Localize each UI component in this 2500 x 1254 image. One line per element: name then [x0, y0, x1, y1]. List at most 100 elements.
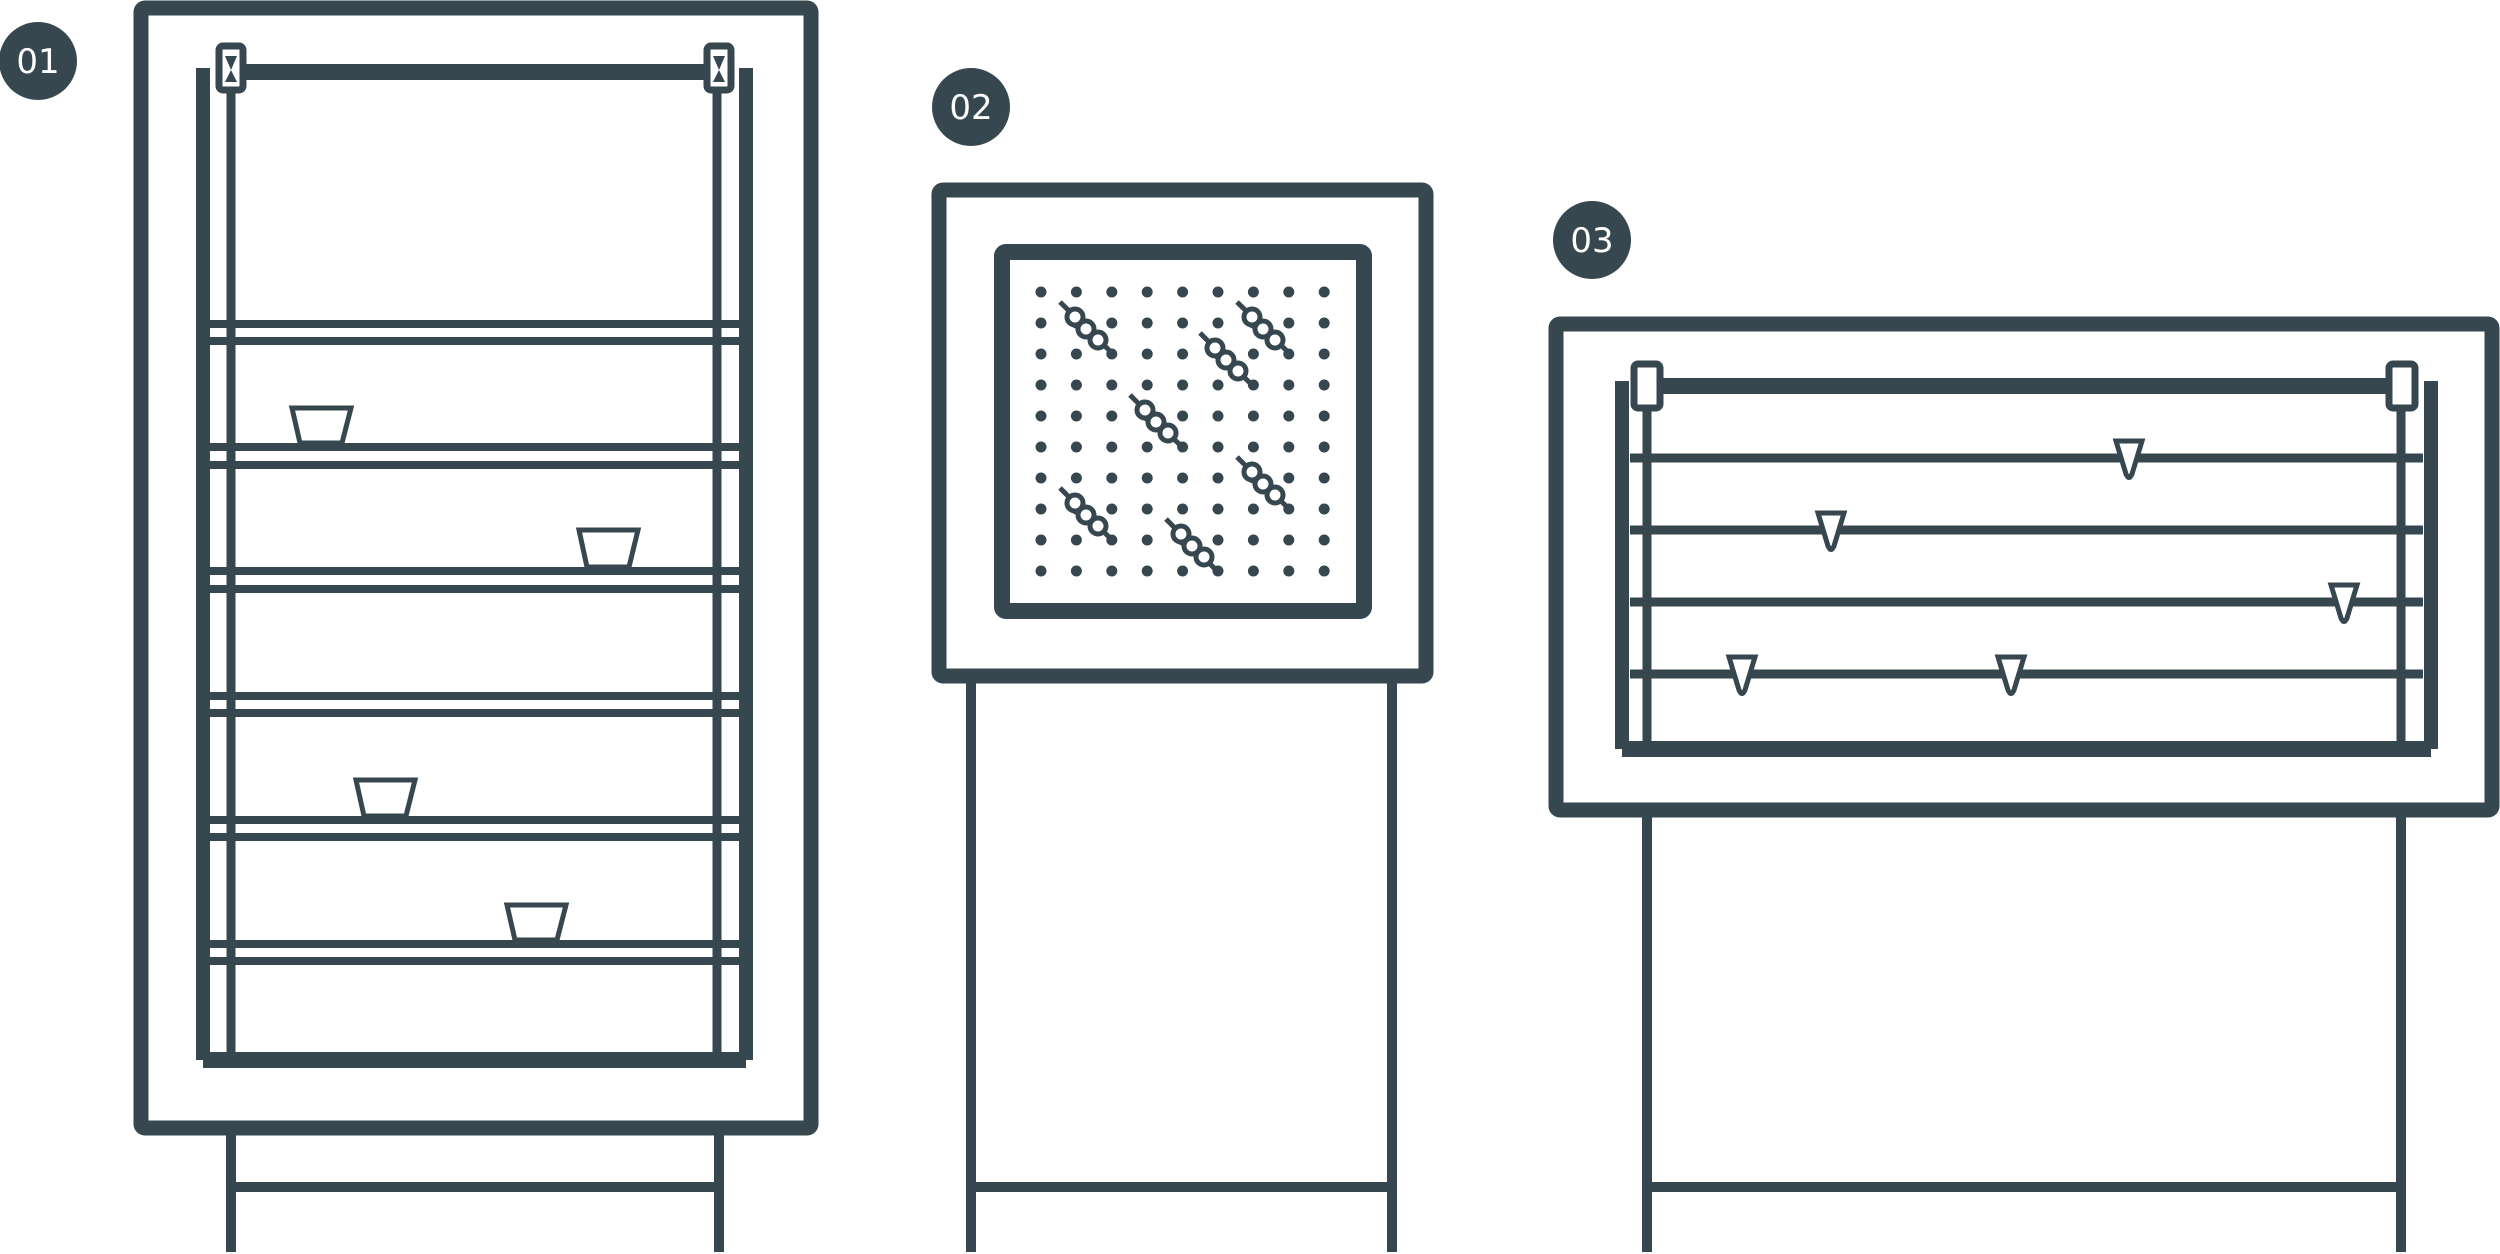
peg-hole: [1283, 441, 1295, 453]
hanging-tag-icon: [2327, 582, 2361, 624]
bead-strand-icon: [1058, 300, 1115, 356]
cup-icon: [575, 527, 642, 570]
peg-hole: [1106, 441, 1118, 453]
peg-hole: [1070, 379, 1082, 391]
figure-02-peg-holes: [1035, 286, 1330, 577]
peg-hole: [1318, 317, 1330, 329]
peg-hole: [1318, 503, 1330, 515]
peg-hole: [1106, 317, 1118, 329]
peg-hole: [1035, 534, 1047, 546]
bead-strand-icon: [1235, 300, 1292, 356]
peg-hole: [1318, 441, 1330, 453]
peg-hole: [1106, 503, 1118, 515]
figure-01-legs: [226, 1128, 724, 1252]
peg-hole: [1177, 410, 1189, 422]
peg-hole: [1283, 410, 1295, 422]
figure-01-inner-cabinet: [196, 64, 753, 1068]
peg-hole: [1141, 286, 1153, 298]
bead-strand-icon: [1128, 393, 1184, 449]
figure-03-hooks: [1630, 360, 2419, 412]
peg-hole: [1106, 410, 1118, 422]
peg-hole: [1177, 317, 1189, 329]
peg-hole: [1141, 472, 1153, 484]
badge-01-label: 01: [16, 42, 59, 82]
figure-01-shelf: [210, 692, 739, 717]
hanging-tag-icon: [1994, 654, 2028, 696]
bead-strand-icon: [1198, 331, 1254, 387]
figure-03-outer-frame: [1548, 316, 2500, 818]
figure-01-shelf: [210, 443, 739, 469]
badge-01: 01: [0, 22, 77, 100]
peg-hole: [1070, 441, 1082, 453]
peg-hole: [1283, 286, 1295, 298]
figure-03-tags: [1725, 438, 2361, 696]
peg-hole: [1212, 534, 1224, 546]
peg-hole: [1141, 441, 1153, 453]
peg-hole: [1070, 410, 1082, 422]
peg-hole: [1212, 441, 1224, 453]
peg-hole: [1247, 410, 1259, 422]
figure-01-shelf: [210, 320, 739, 345]
cup-icon: [503, 902, 570, 943]
peg-hole: [1177, 379, 1189, 391]
peg-hole: [1106, 565, 1118, 577]
figure-02-bead-strands: [1058, 300, 1292, 574]
bead-strand-icon: [1164, 517, 1220, 574]
badge-02: 02: [932, 68, 1010, 146]
figure-02-legs: [966, 676, 1397, 1252]
figure-01-shelf: [210, 816, 739, 841]
figure-01-cups: [288, 405, 642, 943]
figure-03-hook-left: [1630, 360, 1664, 412]
figure-01-hook-left-notch: [225, 56, 237, 82]
peg-hole: [1283, 472, 1295, 484]
figure-02: 02: [931, 68, 1434, 1252]
bead-strand-icon: [1235, 455, 1292, 512]
peg-hole: [1070, 472, 1082, 484]
figure-01-shelves: [210, 320, 739, 965]
peg-hole: [1212, 410, 1224, 422]
peg-hole: [1318, 410, 1330, 422]
peg-hole: [1035, 286, 1047, 298]
peg-hole: [1141, 317, 1153, 329]
peg-hole: [1106, 472, 1118, 484]
peg-hole: [1283, 534, 1295, 546]
peg-hole: [1070, 286, 1082, 298]
peg-hole: [1247, 286, 1259, 298]
badge-03: 03: [1553, 201, 1631, 279]
figure-02-pegboard-frame: [994, 244, 1372, 619]
badge-02-label: 02: [949, 88, 992, 128]
peg-hole: [1177, 286, 1189, 298]
peg-hole: [1106, 379, 1118, 391]
peg-hole: [1035, 317, 1047, 329]
peg-hole: [1177, 472, 1189, 484]
peg-hole: [1318, 348, 1330, 360]
cup-icon: [288, 405, 355, 446]
peg-hole: [1070, 348, 1082, 360]
bead-strand-icon: [1058, 486, 1115, 543]
peg-hole: [1212, 317, 1224, 329]
figure-03: 03: [1548, 201, 2500, 1252]
figure-01: 01: [0, 0, 819, 1252]
peg-hole: [1035, 441, 1047, 453]
peg-hole: [1318, 286, 1330, 298]
peg-hole: [1283, 317, 1295, 329]
peg-hole: [1035, 348, 1047, 360]
cup-icon: [352, 777, 419, 819]
peg-hole: [1141, 534, 1153, 546]
figure-01-hook-right-notch: [713, 56, 725, 82]
peg-hole: [1035, 379, 1047, 391]
peg-hole: [1318, 379, 1330, 391]
hanging-tag-icon: [2112, 438, 2146, 480]
peg-hole: [1035, 565, 1047, 577]
peg-hole: [1070, 534, 1082, 546]
peg-hole: [1177, 565, 1189, 577]
hanging-tag-icon: [1814, 510, 1848, 552]
peg-hole: [1035, 472, 1047, 484]
peg-hole: [1035, 410, 1047, 422]
peg-hole: [1070, 565, 1082, 577]
badge-03-label: 03: [1570, 221, 1613, 261]
peg-hole: [1283, 379, 1295, 391]
hanging-tag-icon: [1725, 654, 1759, 696]
peg-hole: [1141, 503, 1153, 515]
